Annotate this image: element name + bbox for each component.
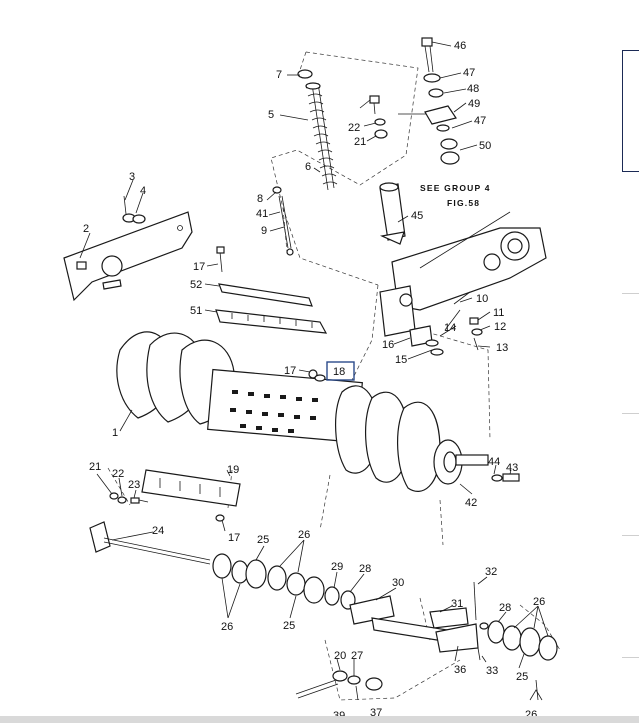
lower-strip-and-hardware — [89, 469, 241, 565]
side-divider — [622, 293, 639, 294]
lower-shaft-hardware — [295, 670, 543, 701]
callout-51[interactable]: 51 — [190, 305, 202, 317]
window-bottom-edge — [0, 716, 639, 723]
callout-22[interactable]: 22 — [348, 122, 360, 134]
callout-8[interactable]: 8 — [257, 193, 263, 205]
reference-note-line: FIG.58 — [447, 198, 480, 208]
callout-44[interactable]: 44 — [488, 456, 500, 468]
side-divider — [622, 413, 639, 414]
callout-33[interactable]: 33 — [486, 665, 498, 677]
callout-leaders — [79, 41, 549, 676]
callout-17[interactable]: 17 — [228, 532, 240, 544]
stud-stack — [421, 37, 460, 165]
callout-5[interactable]: 5 — [268, 109, 274, 121]
callout-25[interactable]: 25 — [516, 671, 528, 683]
callout-28[interactable]: 28 — [359, 563, 371, 575]
callout-18-highlighted[interactable]: 18 — [333, 366, 345, 378]
bolt-washer-nut — [369, 95, 388, 139]
callout-21[interactable]: 21 — [89, 461, 101, 473]
side-panel-frame — [622, 50, 639, 172]
callout-17[interactable]: 17 — [193, 261, 205, 273]
callout-9[interactable]: 9 — [261, 225, 267, 237]
callout-48[interactable]: 48 — [467, 83, 479, 95]
callout-1[interactable]: 1 — [112, 427, 118, 439]
side-divider — [622, 535, 639, 536]
callout-49[interactable]: 49 — [468, 98, 480, 110]
callout-52[interactable]: 52 — [190, 279, 202, 291]
callout-31[interactable]: 31 — [451, 598, 463, 610]
callout-24[interactable]: 24 — [152, 525, 164, 537]
callout-36[interactable]: 36 — [454, 664, 466, 676]
callout-47[interactable]: 47 — [463, 67, 475, 79]
callout-12[interactable]: 12 — [494, 321, 506, 333]
reference-note-line: SEE GROUP 4 — [420, 183, 491, 193]
callout-13[interactable]: 13 — [496, 342, 508, 354]
callout-20[interactable]: 20 — [334, 650, 346, 662]
callout-25[interactable]: 25 — [257, 534, 269, 546]
callout-45[interactable]: 45 — [411, 210, 423, 222]
bearing-stack-right — [349, 581, 558, 661]
callout-26[interactable]: 26 — [221, 621, 233, 633]
callout-15[interactable]: 15 — [395, 354, 407, 366]
callout-14[interactable]: 14 — [444, 322, 456, 334]
side-divider — [622, 657, 639, 658]
callout-3[interactable]: 3 — [129, 171, 135, 183]
callout-29[interactable]: 29 — [331, 561, 343, 573]
callout-6[interactable]: 6 — [305, 161, 311, 173]
group-reference-note: SEE GROUP 4 FIG.58 — [420, 183, 491, 208]
callout-30[interactable]: 30 — [392, 577, 404, 589]
callout-46[interactable]: 46 — [454, 40, 466, 52]
callout-42[interactable]: 42 — [465, 497, 477, 509]
callout-32[interactable]: 32 — [485, 566, 497, 578]
callout-17[interactable]: 17 — [284, 365, 296, 377]
callout-2[interactable]: 2 — [83, 223, 89, 235]
callout-21[interactable]: 21 — [354, 136, 366, 148]
callout-16[interactable]: 16 — [382, 339, 394, 351]
callout-7[interactable]: 7 — [276, 69, 282, 81]
adjuster-rods — [216, 186, 294, 273]
callout-50[interactable]: 50 — [479, 140, 491, 152]
callout-25[interactable]: 25 — [283, 620, 295, 632]
callout-41[interactable]: 41 — [256, 208, 268, 220]
callout-26[interactable]: 26 — [298, 529, 310, 541]
callout-47[interactable]: 47 — [474, 115, 486, 127]
drive-arm — [379, 182, 547, 356]
callout-28[interactable]: 28 — [499, 602, 511, 614]
callout-23[interactable]: 23 — [128, 479, 140, 491]
callout-10[interactable]: 10 — [476, 293, 488, 305]
callout-27[interactable]: 27 — [351, 650, 363, 662]
scraper-strips — [215, 283, 328, 334]
spring-assembly — [297, 69, 338, 191]
callout-11[interactable]: 11 — [493, 307, 504, 319]
callout-4[interactable]: 4 — [140, 185, 146, 197]
callout-19[interactable]: 19 — [227, 464, 239, 476]
mounting-plate — [63, 195, 193, 302]
callout-labels: 1 2 3 4 5 6 7 8 41 9 10 11 12 13 14 15 1… — [83, 40, 545, 722]
auger-flighting — [116, 331, 520, 492]
highlight-box — [326, 361, 355, 381]
callout-43[interactable]: 43 — [506, 462, 518, 474]
callout-26[interactable]: 26 — [533, 596, 545, 608]
callout-22[interactable]: 22 — [112, 468, 124, 480]
